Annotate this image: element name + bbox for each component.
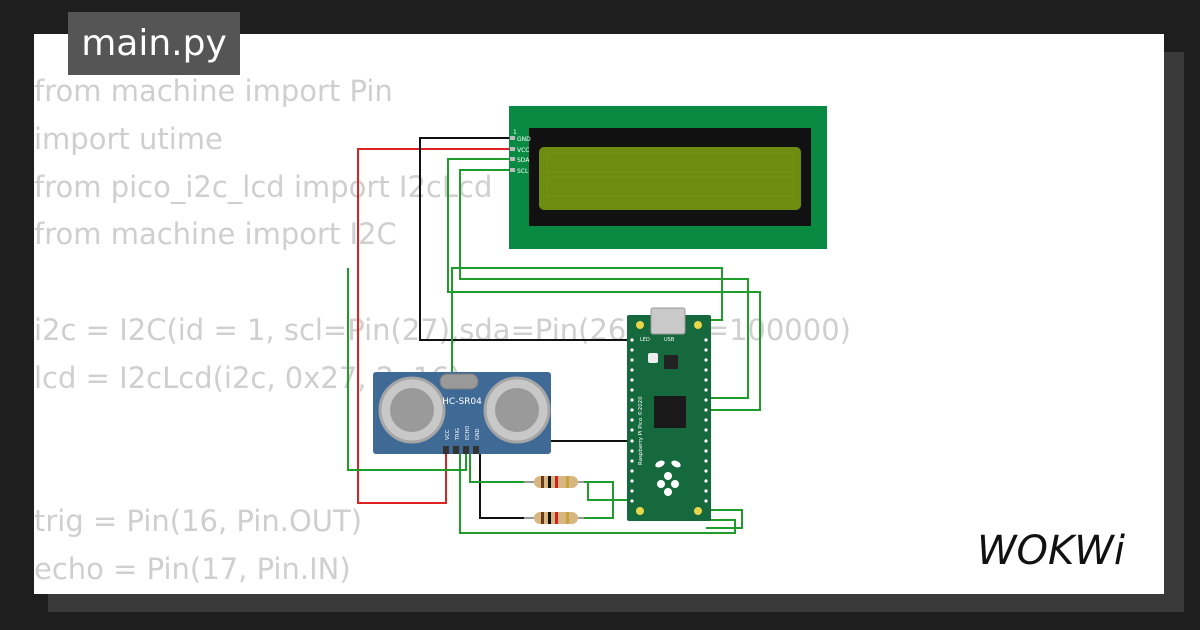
pico-led-label: LED xyxy=(640,337,650,343)
sensor-pin-trig: TRIG xyxy=(455,428,461,441)
lcd-display[interactable]: 1 GND VCC SDA SCL xyxy=(509,106,827,249)
sensor-mesh xyxy=(390,388,539,432)
wire-vcc-red[interactable] xyxy=(357,148,513,504)
resistor-2[interactable] xyxy=(524,512,584,524)
code-line: i2c = I2C(id = 1, scl=Pin(27),sda=Pin(26… xyxy=(34,312,851,347)
pico-pin-holes xyxy=(630,338,708,503)
lcd-screen xyxy=(539,147,801,210)
lcd-pin-vcc: VCC xyxy=(517,147,529,154)
resistor-1[interactable] xyxy=(524,476,584,488)
file-tab-label: main.py xyxy=(81,23,227,64)
sensor-pin-vcc: VCC xyxy=(445,429,451,440)
raspberry-pi-pico[interactable]: LED USB Raspberry Pi Pico ©2020 xyxy=(627,307,711,521)
lcd-pin-scl: SCL xyxy=(517,168,529,175)
wire-gnd-black-lcd[interactable] xyxy=(419,137,632,341)
sensor-pin-headers xyxy=(443,446,479,454)
code-line: import utime xyxy=(34,121,223,156)
wire-vcc-green[interactable] xyxy=(451,267,723,452)
lcd-pin-sda: SDA xyxy=(517,157,530,164)
pico-board-label: Raspberry Pi Pico ©2020 xyxy=(637,396,644,465)
wire-scl-green[interactable] xyxy=(459,169,749,399)
pico-mount-holes xyxy=(636,321,702,515)
raspberry-logo-icon xyxy=(655,460,681,496)
code-line: from machine import I2C xyxy=(34,217,397,252)
file-tab-main-py[interactable]: main.py xyxy=(68,12,240,75)
sensor-crystal xyxy=(439,373,479,390)
wires xyxy=(347,137,761,534)
pico-flash-chip xyxy=(664,355,678,369)
ultrasonic-sensor[interactable]: HC-SR04 VCC TRIG ECHO GND xyxy=(373,372,551,454)
pico-bootsel-button xyxy=(648,353,658,363)
wokwi-logo: WOKWi xyxy=(977,528,1125,574)
code-line: echo = Pin(17, Pin.IN) xyxy=(34,551,351,586)
wire-resistor-top[interactable] xyxy=(469,452,528,483)
code-preview: from machine import Pin import utime fro… xyxy=(34,68,851,594)
sensor-label: HC-SR04 xyxy=(442,397,482,407)
code-line: from machine import Pin xyxy=(34,74,393,108)
lcd-pins: GND VCC SDA SCL xyxy=(510,136,531,175)
wire-echo-resistor[interactable] xyxy=(470,451,528,519)
wire-trig-green[interactable] xyxy=(459,452,736,534)
wire-sda-green[interactable] xyxy=(447,158,761,411)
sensor-pin-gnd: GND xyxy=(475,428,481,440)
pico-usb-port xyxy=(650,307,686,335)
sensor-pin-echo: ECHO xyxy=(465,426,471,440)
code-line: from pico_i2c_lcd import I2cLcd xyxy=(34,169,493,204)
lcd-pin-marker: 1 xyxy=(513,129,517,136)
pico-usb-label: USB xyxy=(664,337,675,343)
pico-rp2040-chip xyxy=(654,396,686,428)
wire-power-green[interactable] xyxy=(347,268,467,471)
code-line: trig = Pin(16, Pin.OUT) xyxy=(34,504,363,539)
lcd-char-grid xyxy=(546,152,794,197)
wokwi-logo-text: WOKWi xyxy=(977,528,1125,574)
lcd-pin-gnd: GND xyxy=(517,136,531,143)
sensor-pin-labels: VCC TRIG ECHO GND xyxy=(445,426,481,441)
